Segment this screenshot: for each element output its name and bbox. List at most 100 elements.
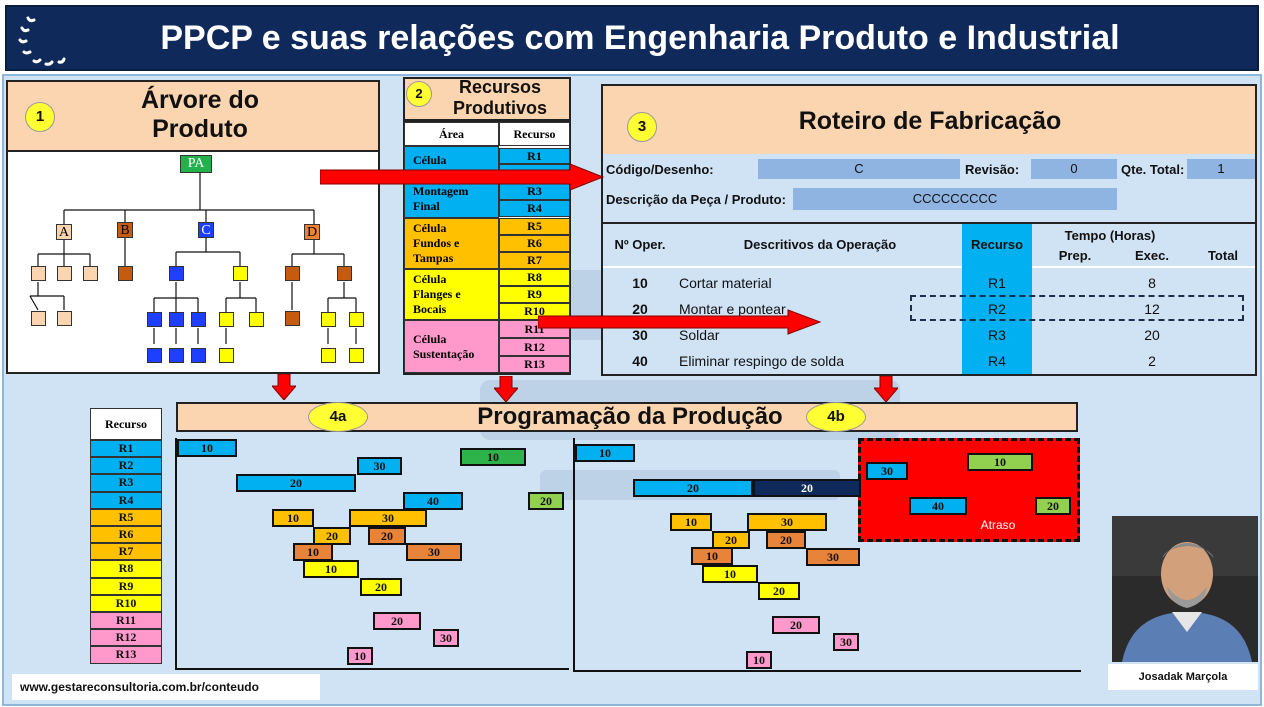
resources-col-resource: Recurso: [499, 122, 570, 146]
presenter-photo: [1112, 516, 1258, 662]
gantt-bar: 10: [272, 509, 314, 527]
routing-row-exec: 12: [1144, 301, 1160, 317]
routing-row-resource: R3: [988, 327, 1006, 343]
tree-title-line2: Produto: [152, 115, 248, 143]
arrow-tree-to-routing-icon: [320, 163, 605, 191]
gantt-bar: 20: [772, 616, 820, 634]
tree-leaf: [321, 348, 336, 363]
resource-cell: R7: [499, 252, 570, 269]
resources-group-flanges: Célula Flanges e Bocais: [404, 269, 499, 320]
gantt-bar: 20: [758, 582, 800, 600]
tree-leaf: [249, 312, 264, 327]
resources-group-label: Final: [413, 199, 440, 213]
arrow-down-icon: [874, 376, 898, 402]
gantt-bar: 10: [967, 453, 1033, 471]
gantt-bar: 10: [746, 651, 772, 669]
gantt-bar: 10: [177, 439, 237, 457]
tree-leaf: [118, 266, 133, 281]
resources-title-line2: Produtivos: [452, 98, 547, 118]
routing-row-op: 20: [632, 301, 648, 317]
tree-panel: [6, 150, 380, 374]
presenter-name: Josadak Marçola: [1108, 664, 1258, 690]
gantt-bar: 20: [528, 492, 564, 510]
routing-row-op: 10: [632, 275, 648, 291]
tree-leaf: [337, 266, 352, 281]
arrow-down-icon: [272, 374, 296, 400]
gantt-bar: 10: [347, 647, 373, 665]
tree-leaf: [321, 312, 336, 327]
routing-col-time: Tempo (Horas): [1064, 228, 1156, 243]
routing-row-desc: Montar e pontear: [679, 301, 786, 317]
gantt-bar: 10: [303, 560, 359, 578]
resources-group-label: Sustentação: [413, 346, 475, 361]
resource-cell: R13: [499, 356, 570, 373]
schedule-resource-cell: R6: [90, 526, 162, 544]
resource-cell: R8: [499, 269, 570, 286]
routing-row-resource: R1: [988, 275, 1006, 291]
tree-leaf: [57, 311, 72, 326]
schedule-resource-cell: R7: [90, 543, 162, 561]
header-bar: [5, 5, 1259, 71]
routing-badge: 3: [627, 112, 657, 142]
resources-group-label: Célula: [413, 152, 447, 167]
tree-leaf: [349, 312, 364, 327]
gantt-bar: 20: [368, 527, 406, 545]
resources-group-sustentacao: Célula Sustentação: [404, 320, 499, 373]
tree-title-line1: Árvore do: [140, 86, 260, 114]
gantt-bar: 10: [293, 543, 333, 561]
routing-resource-column: [962, 224, 1032, 374]
gantt-bar: 20: [1035, 497, 1071, 515]
routing-col-desc: Descritivos da Operação: [743, 237, 897, 252]
routing-revision-label: Revisão:: [965, 162, 1020, 177]
gantt-bar: 30: [433, 629, 459, 647]
tree-node-b: B: [117, 222, 133, 238]
tree-leaf: [169, 312, 184, 327]
tree-node-a: A: [56, 224, 72, 240]
gantt-a-y-axis: [175, 438, 177, 670]
schedule-resource-cell: R11: [90, 612, 162, 630]
routing-row-exec: 20: [1144, 327, 1160, 343]
gantt-bar: 20: [236, 474, 356, 492]
routing-code-label: Código/Desenho:: [606, 162, 714, 177]
gantt-bar: 30: [357, 457, 402, 475]
tree-leaf: [169, 266, 184, 281]
gantt-bar: 30: [833, 633, 859, 651]
resources-title-line1: Recursos: [458, 77, 542, 97]
gantt-bar: 20: [753, 479, 861, 497]
routing-row-desc: Soldar: [679, 327, 720, 343]
resource-cell: R1: [499, 148, 570, 164]
schedule-resource-cell: R4: [90, 491, 162, 509]
gantt-bar: 10: [575, 444, 635, 462]
gantt-bar: 30: [349, 509, 427, 527]
tree-leaf: [83, 266, 98, 281]
resources-title: Recursos Produtivos: [430, 77, 570, 121]
tree-title: Árvore do Produto: [60, 86, 340, 144]
routing-row-resource: R2: [988, 301, 1006, 317]
resources-group-label: Célula: [413, 331, 447, 346]
routing-row-exec: 8: [1148, 275, 1156, 291]
tree-leaf: [57, 266, 72, 281]
schedule-badge-b: 4b: [806, 402, 866, 432]
routing-col-exec: Exec.: [1135, 248, 1169, 263]
resources-badge: 2: [406, 81, 432, 107]
delay-label: Atraso: [980, 518, 1016, 532]
gantt-bar: 20: [633, 479, 753, 497]
footer-url-link[interactable]: www.gestareconsultoria.com.br/conteudo: [12, 674, 320, 700]
routing-qty-value: 1: [1187, 159, 1255, 179]
resources-group-montagem: Montagem Final: [404, 180, 499, 218]
resource-cell: R9: [499, 286, 570, 303]
page-title: PPCP e suas relações com Engenharia Prod…: [160, 19, 1120, 57]
arrow-down-icon: [494, 376, 518, 402]
arrow-resources-to-routing-icon: [538, 309, 822, 335]
tree-leaf: [169, 348, 184, 363]
gantt-bar: 10: [460, 448, 526, 466]
routing-col-resource: Recurso: [970, 237, 1024, 252]
routing-code-value: C: [758, 159, 960, 179]
schedule-resource-cell: R2: [90, 457, 162, 475]
routing-col-prep: Prep.: [1058, 248, 1092, 263]
gantt-bar: 40: [909, 497, 967, 515]
routing-desc-value: CCCCCCCCC: [793, 188, 1117, 210]
routing-row-highlight: [910, 295, 1244, 321]
gantt-bar: 30: [806, 548, 860, 566]
tree-leaf: [147, 348, 162, 363]
